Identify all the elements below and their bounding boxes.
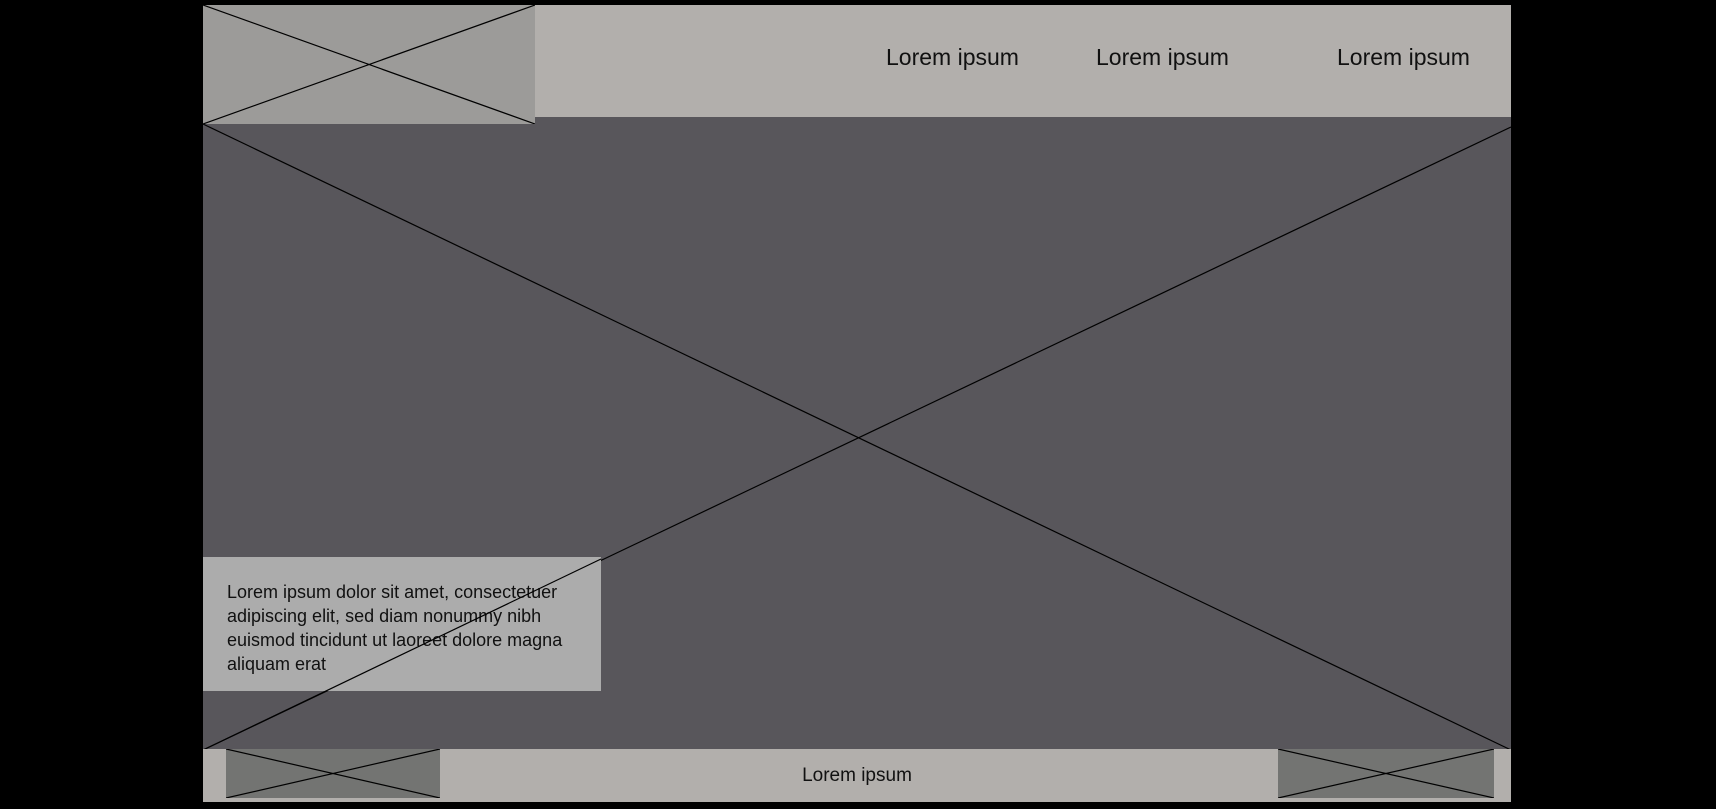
image-placeholder-icon (225, 748, 441, 799)
footer-thumb-left[interactable] (225, 748, 441, 799)
nav-link-2[interactable]: Lorem ipsum (1096, 44, 1229, 70)
logo-image-placeholder[interactable] (203, 5, 536, 125)
nav-link-1[interactable]: Lorem ipsum (886, 44, 1019, 70)
footer-label: Lorem ipsum (802, 765, 912, 786)
nav-link-3[interactable]: Lorem ipsum (1337, 44, 1470, 70)
hero-caption-text: Lorem ipsum dolor sit amet, consec­tetue… (227, 582, 563, 674)
footer-bar: Lorem ipsum (203, 748, 1511, 802)
image-placeholder-icon (203, 5, 536, 125)
wireframe-page: Lorem ipsum Lorem ipsum Lorem ipsum Lore… (203, 5, 1511, 802)
footer-thumb-right[interactable] (1277, 748, 1495, 799)
image-placeholder-icon (1277, 748, 1495, 799)
hero-caption-box: Lorem ipsum dolor sit amet, consec­tetue… (203, 557, 601, 691)
